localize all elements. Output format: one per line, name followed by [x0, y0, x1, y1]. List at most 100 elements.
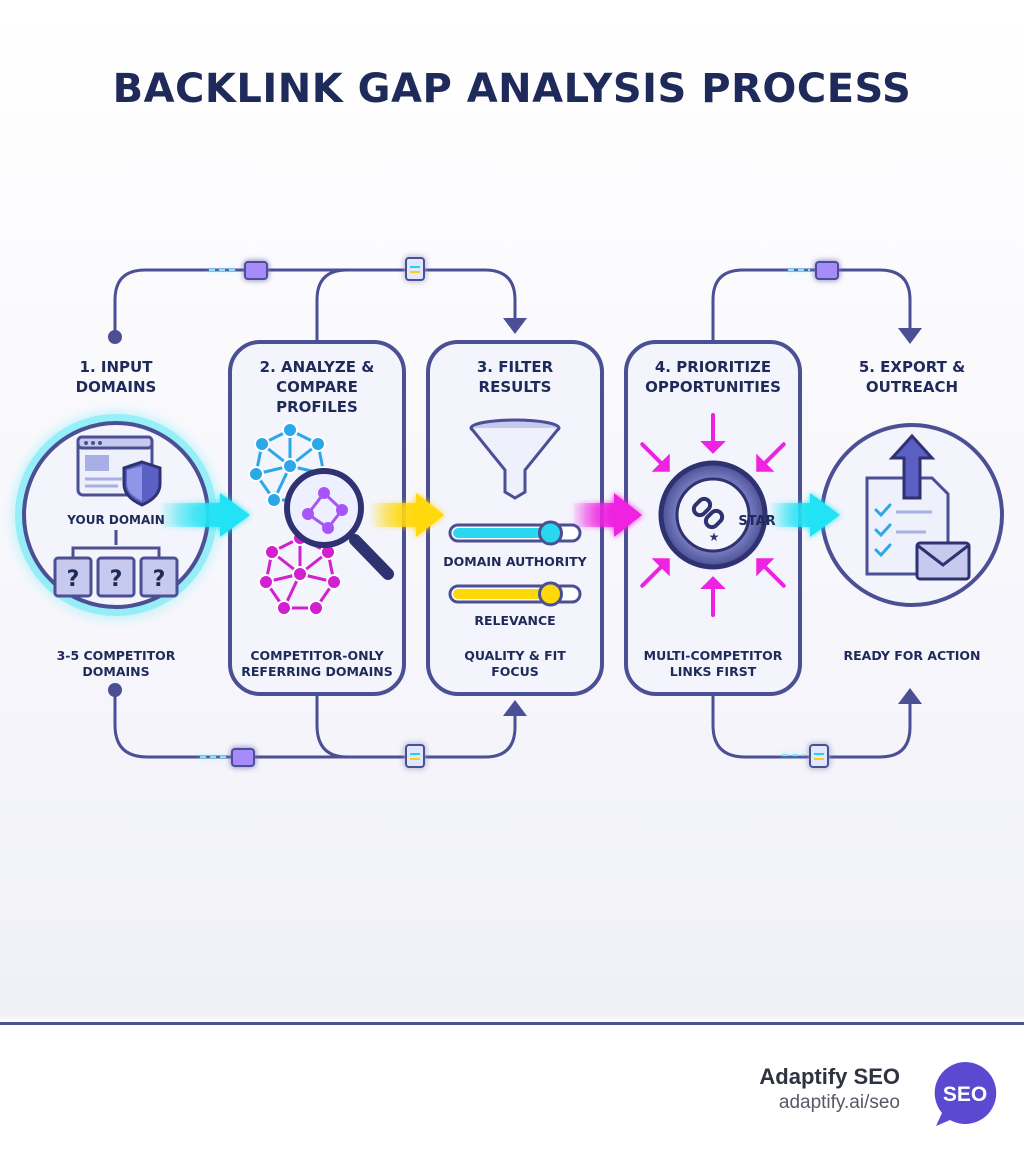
chain-link-icon	[691, 496, 725, 530]
connector-top-1	[113, 268, 517, 337]
svg-text:DOMAINS: DOMAINS	[76, 378, 157, 396]
document-icon	[782, 744, 829, 768]
priority-arrow-shaft	[761, 563, 786, 588]
svg-text:3-5 COMPETITOR: 3-5 COMPETITOR	[57, 648, 176, 663]
priority-arrows	[640, 413, 786, 617]
shield-icon	[122, 460, 162, 507]
svg-text:COMPARE: COMPARE	[276, 378, 358, 396]
svg-text:MULTI-COMPETITOR: MULTI-COMPETITOR	[644, 648, 783, 663]
svg-text:OPPORTUNITIES: OPPORTUNITIES	[645, 378, 781, 396]
folder-icon	[788, 261, 839, 280]
unknown-marks: ? ? ?	[67, 567, 166, 592]
badge-text: SEO	[943, 1083, 987, 1106]
speech-bubble-icon: SEO	[934, 1061, 997, 1126]
folder-icon	[209, 261, 268, 280]
svg-text:FOCUS: FOCUS	[491, 664, 539, 679]
svg-text:2. ANALYZE &: 2. ANALYZE &	[260, 358, 375, 376]
star-glyph: ★	[709, 530, 720, 544]
step-1-title: 1. INPUT DOMAINS	[76, 358, 157, 396]
arrowhead-up-3	[503, 700, 527, 716]
top-connectors	[113, 268, 912, 344]
step-4-caption: MULTI-COMPETITOR LINKS FIRST	[644, 648, 783, 679]
svg-text:5. EXPORT &: 5. EXPORT &	[859, 358, 965, 376]
priority-arrow-head	[700, 576, 726, 589]
network-node	[258, 574, 274, 590]
svg-text:3. FILTER: 3. FILTER	[477, 358, 554, 376]
page-title: BACKLINK GAP ANALYSIS PROCESS	[112, 66, 912, 112]
brand-url: adaptify.ai/seo	[778, 1092, 900, 1113]
arrowhead-up-5	[898, 688, 922, 704]
priority-arrow-shaft	[640, 563, 665, 588]
slider-knob	[538, 581, 563, 607]
step-2-title: 2. ANALYZE & COMPARE PROFILES	[260, 358, 375, 416]
network-node	[276, 600, 292, 616]
slider-fill	[453, 589, 561, 599]
connector-bottom-2	[315, 693, 349, 759]
svg-text:DOMAINS: DOMAINS	[82, 664, 149, 679]
flow-arrows	[160, 493, 840, 537]
step-2-caption: COMPETITOR-ONLY REFERRING DOMAINS	[241, 648, 392, 679]
flow-arrow-yellow	[370, 493, 444, 537]
network-node	[264, 544, 280, 560]
slider-domain-authority	[448, 520, 582, 546]
network-node	[326, 574, 342, 590]
svg-text:QUALITY & FIT: QUALITY & FIT	[464, 648, 566, 663]
svg-text:?: ?	[153, 567, 166, 592]
svg-text:OUTREACH: OUTREACH	[866, 378, 958, 396]
step-4-inner-label: STAR	[738, 514, 775, 529]
network-node	[310, 436, 326, 452]
step-3-caption: QUALITY & FIT FOCUS	[464, 648, 566, 679]
step-5-caption: READY FOR ACTION	[844, 648, 981, 663]
connector-dot-end	[108, 683, 122, 697]
priority-arrow-head	[756, 453, 775, 472]
svg-text:PROFILES: PROFILES	[276, 398, 358, 416]
priority-arrow-head	[756, 558, 775, 577]
svg-text:LINKS FIRST: LINKS FIRST	[670, 664, 757, 679]
slider-fill	[453, 528, 561, 538]
slider-label-domain-authority: DOMAIN AUTHORITY	[443, 554, 587, 569]
magnifier-icon	[284, 468, 394, 580]
flow-arrow-cyan	[160, 493, 250, 537]
envelope-icon	[915, 541, 971, 581]
network-node	[248, 466, 264, 482]
svg-text:?: ?	[67, 567, 80, 592]
connector-bottom-1	[113, 688, 517, 759]
priority-arrow-shaft	[640, 442, 665, 467]
footer-divider	[0, 1022, 1024, 1025]
connector-top-3	[711, 268, 912, 344]
step-1-inner-label: YOUR DOMAIN	[66, 513, 165, 527]
priority-arrow-head	[651, 453, 670, 472]
network-node	[282, 422, 298, 438]
funnel-icon	[469, 418, 561, 500]
connector-top-2	[315, 268, 349, 344]
svg-text:RESULTS: RESULTS	[479, 378, 552, 396]
svg-text:REFERRING DOMAINS: REFERRING DOMAINS	[241, 664, 392, 679]
file-tokens	[200, 257, 839, 768]
network-node	[254, 436, 270, 452]
document-icon	[405, 257, 425, 281]
brand-name: Adaptify SEO	[759, 1064, 900, 1089]
step-5-title: 5. EXPORT & OUTREACH	[859, 358, 965, 396]
network-node	[292, 566, 308, 582]
slider-knob	[538, 520, 563, 546]
network-node	[308, 600, 324, 616]
step-4-title: 4. PRIORITIZE OPPORTUNITIES	[645, 358, 781, 396]
connector-dot-start	[108, 330, 122, 344]
arrowhead-down-3	[503, 318, 527, 334]
svg-text:4. PRIORITIZE: 4. PRIORITIZE	[655, 358, 771, 376]
network-node	[266, 492, 282, 508]
priority-arrow-head	[700, 441, 726, 454]
flow-arrow-magenta	[572, 493, 642, 537]
target-ring-icon	[658, 460, 768, 570]
step-3-title: 3. FILTER RESULTS	[477, 358, 554, 396]
bottom-connectors	[113, 688, 912, 759]
server-icon	[53, 556, 179, 598]
folder-icon	[200, 748, 255, 767]
step-1-caption: 3-5 COMPETITOR DOMAINS	[57, 648, 176, 679]
priority-arrow-head	[651, 558, 670, 577]
priority-arrow-shaft	[761, 442, 786, 467]
brand: Adaptify SEO adaptify.ai/seo	[759, 1064, 900, 1114]
slider-relevance	[448, 581, 582, 607]
svg-text:?: ?	[110, 567, 123, 592]
